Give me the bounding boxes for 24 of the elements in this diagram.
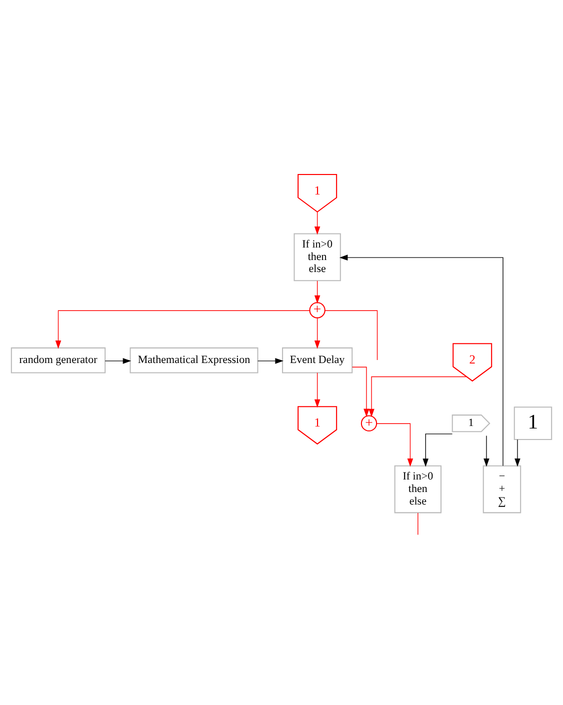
- arrow: [314, 372, 320, 408]
- arrow: [55, 310, 310, 348]
- arrow: [352, 366, 370, 417]
- node-box: Mathematical Expression: [130, 346, 258, 373]
- connector: [324, 310, 378, 360]
- arrow: [104, 358, 132, 364]
- arrow: [514, 438, 520, 466]
- node-box: If in>0 then else: [394, 464, 442, 513]
- arrow: [339, 254, 504, 466]
- arrow: [484, 434, 490, 466]
- node-circle: +: [360, 414, 378, 431]
- node-box: 1: [514, 406, 552, 440]
- node-box: If in>0 then else: [294, 232, 341, 281]
- arrow: [376, 422, 414, 466]
- node-box: − + ∑: [482, 464, 522, 513]
- arrow: [314, 280, 320, 304]
- arrow: [422, 433, 453, 466]
- node-circle: +: [309, 302, 326, 318]
- arrow: [314, 210, 320, 234]
- arrow: [257, 358, 284, 364]
- arrow: [314, 317, 320, 348]
- node-box: Event Delay: [282, 346, 353, 373]
- node-box: random generator: [10, 346, 106, 373]
- arrow: [368, 376, 467, 417]
